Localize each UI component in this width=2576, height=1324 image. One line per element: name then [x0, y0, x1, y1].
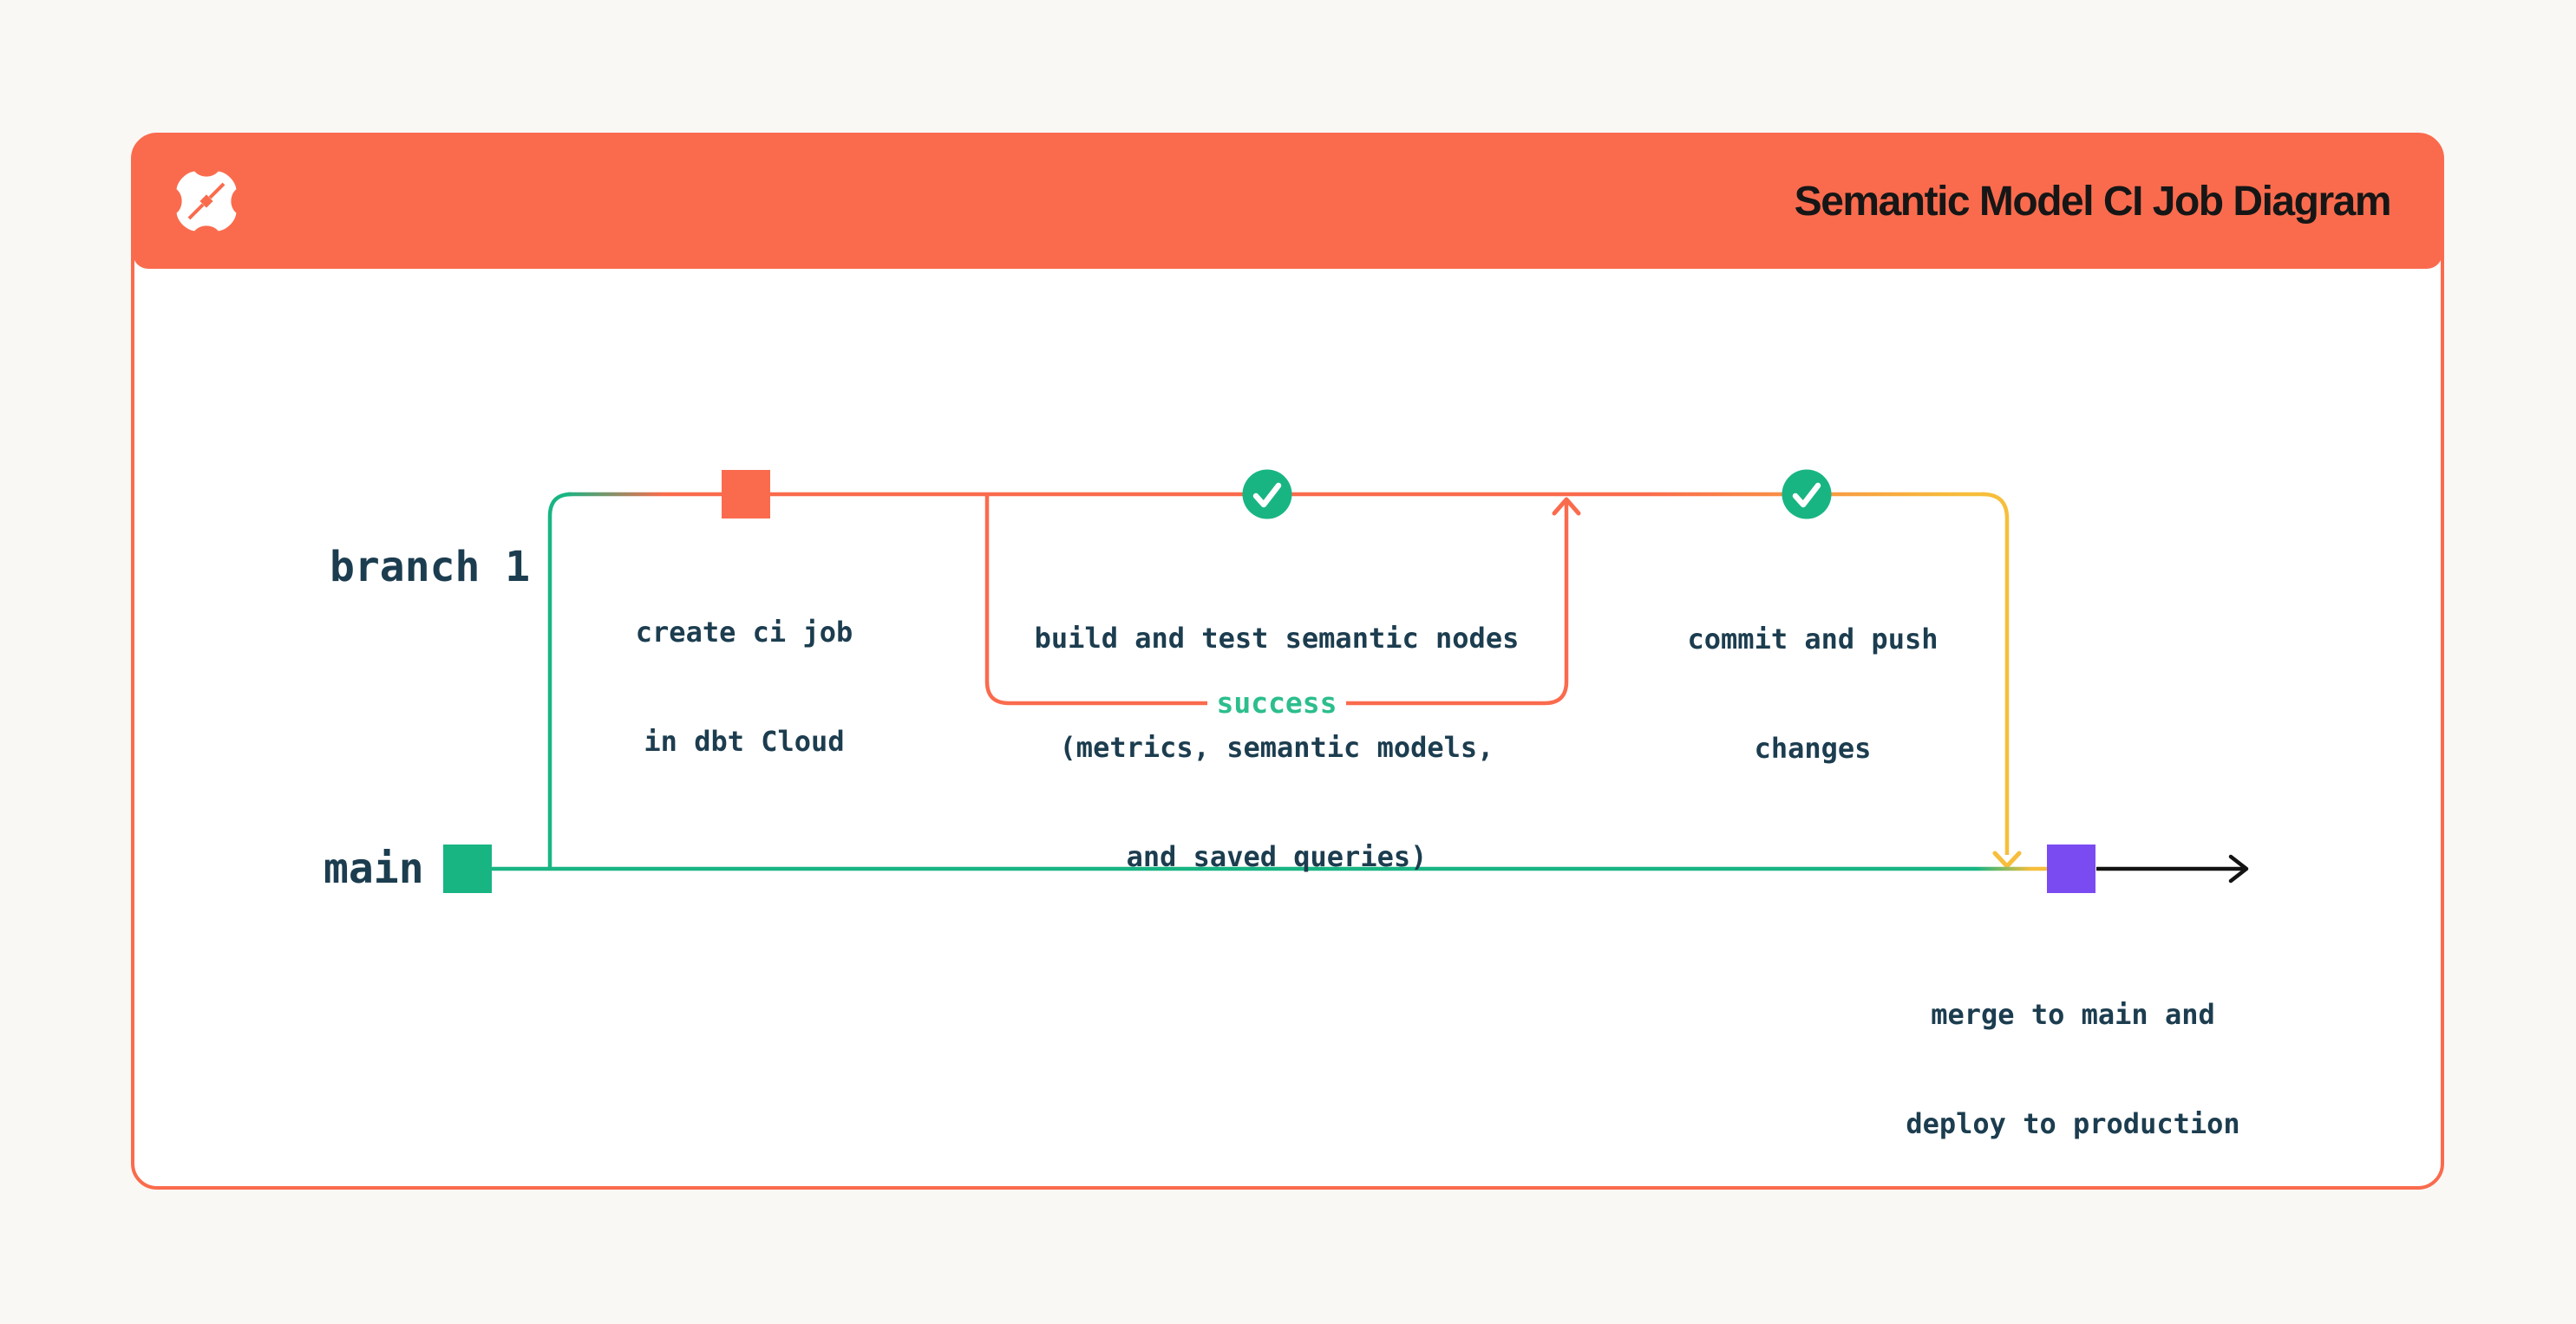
arrow-down-icon	[1992, 851, 2022, 869]
step-label-build-test: build and test semantic nodes (metrics, …	[1035, 547, 1520, 948]
step-line: and saved queries)	[1126, 840, 1428, 873]
step-line: build and test semantic nodes	[1034, 622, 1520, 655]
success-loop-right	[1346, 503, 1569, 706]
step-label-merge-deploy: merge to main and deploy to production	[1906, 923, 2239, 1215]
success-loop-left	[984, 496, 1207, 706]
merge-down-line	[1982, 492, 2010, 855]
dbt-logo-icon	[176, 171, 237, 232]
branch1-label: branch 1	[330, 543, 531, 591]
branch-off-line	[547, 492, 572, 867]
step-line: (metrics, semantic models,	[1059, 731, 1494, 764]
step-line: deploy to production	[1906, 1107, 2240, 1140]
card-header: Semantic Model CI Job Diagram	[133, 134, 2442, 269]
check-icon-build-test	[1242, 469, 1292, 519]
step-line: changes	[1754, 732, 1872, 765]
arrow-up-icon	[1552, 497, 1581, 516]
page-title: Semantic Model CI Job Diagram	[1794, 179, 2392, 225]
arrow-right-icon	[2228, 854, 2249, 884]
main-label: main	[324, 845, 424, 893]
commit-node-create-ci	[722, 470, 770, 519]
step-label-create-ci-job: create ci job in dbt Cloud	[636, 541, 853, 832]
check-icon-commit-push	[1782, 469, 1832, 519]
step-line: in dbt Cloud	[644, 725, 845, 758]
diagram-card: Semantic Model CI Job Diagram	[131, 133, 2444, 1190]
step-line: commit and push	[1687, 623, 1939, 655]
step-line: merge to main and	[1931, 998, 2215, 1031]
step-label-commit-push: commit and push changes	[1688, 548, 1939, 839]
commit-node-merge	[2047, 845, 2095, 893]
step-line: create ci job	[635, 616, 853, 649]
commit-node-main	[443, 845, 492, 893]
success-label: success	[1216, 686, 1337, 720]
